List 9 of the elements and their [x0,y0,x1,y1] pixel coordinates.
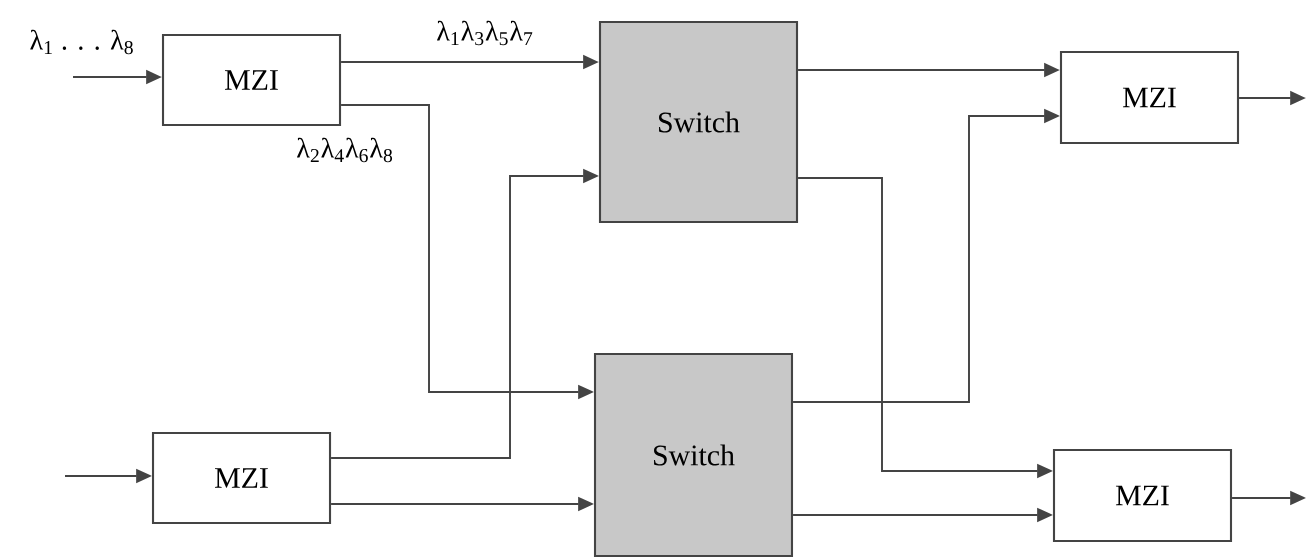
mzi-box: MZI [1052,448,1233,543]
mzi-box: MZI [151,431,332,525]
edge-label: λ$_{1}$λ$_{3}$λ$_{5}$λ$_{7}$ [434,19,536,48]
switch-box: Switch [598,20,799,224]
mzi-box: MZI [161,33,342,127]
edge-label: λ$_{1}$ . . . λ$_{8}$ [27,27,137,57]
edge-label: λ$_{2}$λ$_{4}$λ$_{6}$λ$_{8}$ [294,135,396,165]
mzi-box: MZI [1059,50,1240,145]
switch-box: Switch [593,352,794,557]
